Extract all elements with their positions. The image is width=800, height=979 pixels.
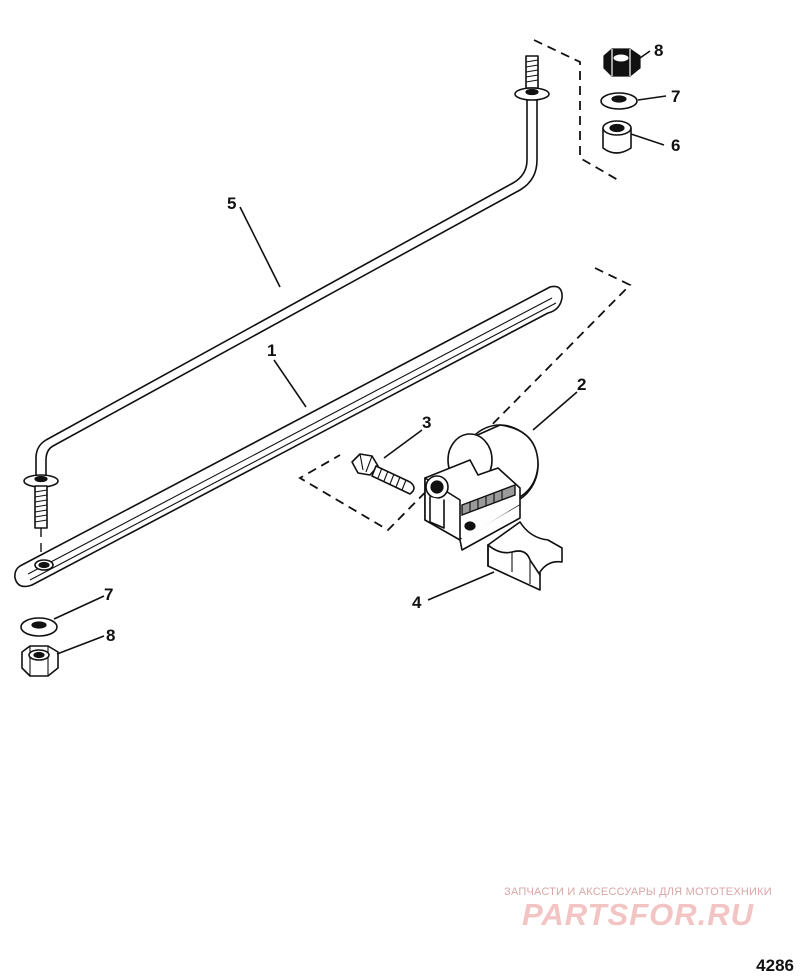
rod-bottom-thread <box>34 485 48 529</box>
leader-7-bottom <box>53 595 105 620</box>
leader-2 <box>532 391 578 431</box>
dashed-group-clamp-assembly <box>298 267 632 532</box>
leader-3 <box>383 429 423 459</box>
callout-8-bottom: 8 <box>106 626 115 645</box>
rod-top-thread <box>525 55 539 89</box>
callout-2: 2 <box>577 375 586 394</box>
callout-6: 6 <box>671 136 680 155</box>
part-5-link-rod <box>23 55 550 560</box>
leader-8-top <box>639 50 651 59</box>
leader-lines <box>53 50 667 655</box>
callout-7-top: 7 <box>671 87 680 106</box>
part-1-shaft-bar <box>14 285 563 588</box>
part-4-clamp-half <box>487 521 563 591</box>
watermark-tagline: ЗАПЧАСТИ И АКСЕССУАРЫ ДЛЯ МОТОТЕХНИКИ <box>504 886 772 898</box>
callout-3: 3 <box>422 413 431 432</box>
part-7-washer-top <box>600 92 638 110</box>
part-8-nut-top <box>603 48 641 77</box>
part-2-clamp-body <box>424 424 539 551</box>
leader-5 <box>239 206 281 288</box>
part-6-spacer <box>602 120 632 154</box>
callout-4: 4 <box>412 593 422 612</box>
part-8-nut-bottom <box>21 645 59 677</box>
dashed-group-top-hardware <box>533 39 619 181</box>
watermark-brand: PARTSFOR.RU <box>521 897 755 932</box>
leader-6 <box>630 133 665 146</box>
figure-number: 4286 <box>756 956 794 975</box>
leader-4 <box>427 571 495 601</box>
clamp-bore <box>430 480 444 494</box>
part-3-bolt <box>351 453 415 495</box>
callout-1: 1 <box>267 341 276 360</box>
leader-1 <box>273 359 307 408</box>
callout-7-bottom: 7 <box>104 585 113 604</box>
callout-5: 5 <box>227 194 236 213</box>
watermark: ЗАПЧАСТИ И АКСЕССУАРЫ ДЛЯ МОТОТЕХНИКИ PA… <box>488 886 788 932</box>
leader-7-top <box>637 95 667 101</box>
part-7-washer-bottom <box>20 617 58 637</box>
callout-8-top: 8 <box>654 41 663 60</box>
leader-8-bottom <box>56 635 105 655</box>
